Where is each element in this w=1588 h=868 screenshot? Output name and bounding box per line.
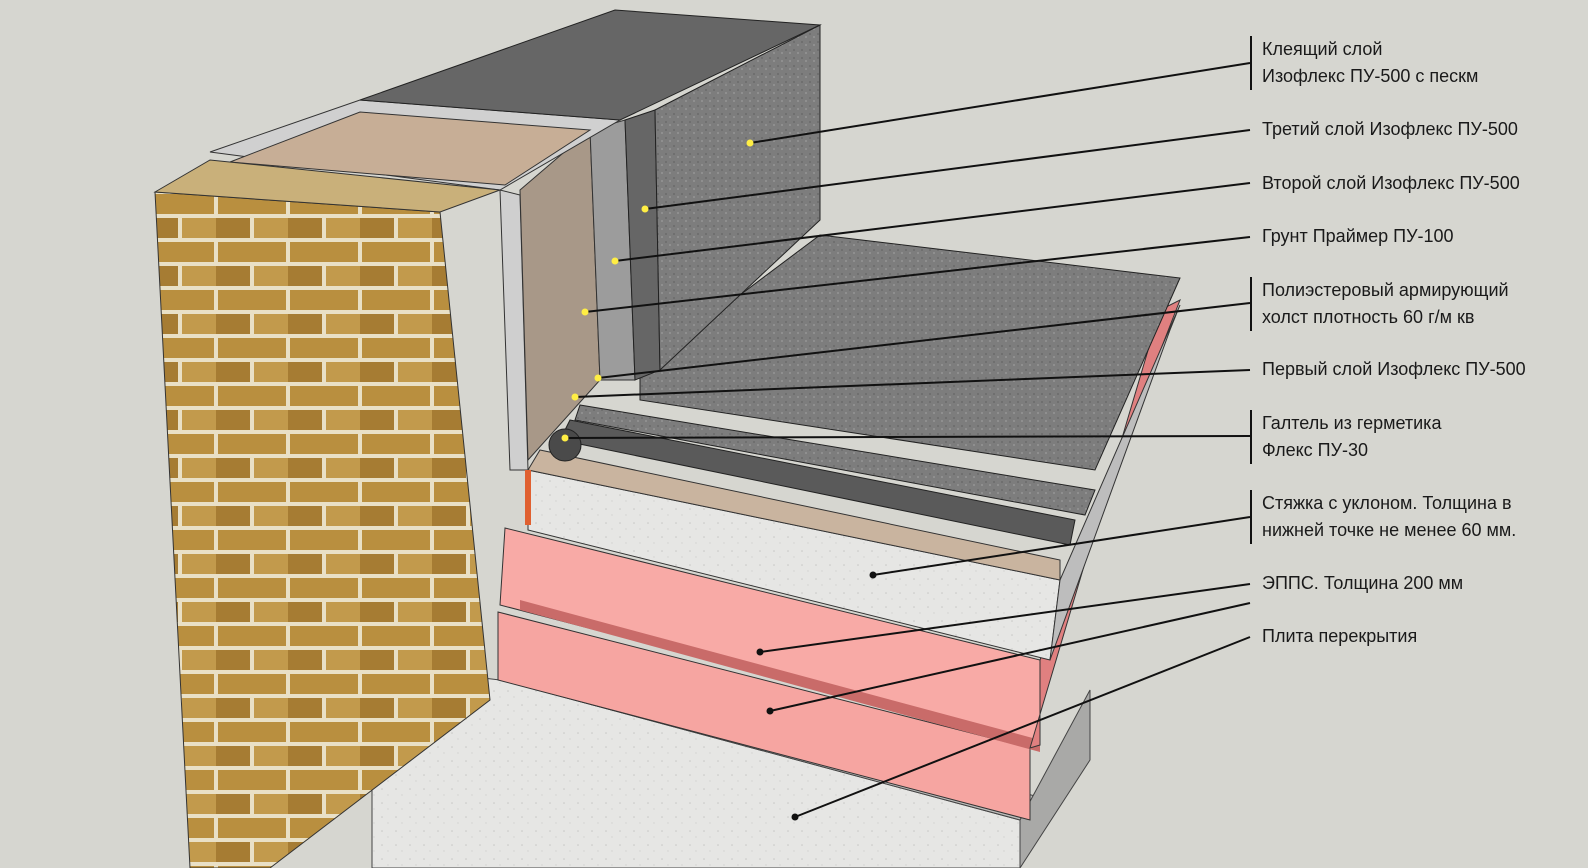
label-polyester-line2: холст плотность 60 г/м кв <box>1262 307 1475 327</box>
label-adhesive-line1: Клеящий слой <box>1262 39 1383 59</box>
label-fillet-line2: Флекс ПУ-30 <box>1262 440 1369 460</box>
label-primer-text: Грунт Праймер ПУ-100 <box>1262 226 1454 246</box>
label-adhesive: Клеящий слой Изофлекс ПУ-500 с пескм <box>1250 36 1478 90</box>
label-fillet: Галтель из герметика Флекс ПУ-30 <box>1250 410 1441 464</box>
label-xps: ЭППС. Толщина 200 мм <box>1262 570 1463 597</box>
label-adhesive-line2: Изофлекс ПУ-500 с пескм <box>1262 66 1479 86</box>
label-slab: Плита перекрытия <box>1262 623 1417 650</box>
label-primer: Грунт Праймер ПУ-100 <box>1262 223 1454 250</box>
label-first-layer: Первый слой Изофлекс ПУ-500 <box>1262 356 1526 383</box>
label-slab-text: Плита перекрытия <box>1262 626 1418 646</box>
label-screed: Стяжка с уклоном. Толщина в нижней точке… <box>1250 490 1516 544</box>
label-third-layer-text: Третий слой Изофлекс ПУ-500 <box>1262 119 1518 139</box>
label-fillet-line1: Галтель из герметика <box>1262 413 1442 433</box>
label-first-layer-text: Первый слой Изофлекс ПУ-500 <box>1262 359 1526 379</box>
label-polyester: Полиэстеровый армирующий холст плотность… <box>1250 277 1509 331</box>
label-second-layer-text: Второй слой Изофлекс ПУ-500 <box>1262 173 1520 193</box>
label-polyester-line1: Полиэстеровый армирующий <box>1262 280 1509 300</box>
label-screed-line2: нижней точке не менее 60 мм. <box>1262 520 1517 540</box>
label-xps-text: ЭППС. Толщина 200 мм <box>1262 573 1464 593</box>
label-second-layer: Второй слой Изофлекс ПУ-500 <box>1262 170 1520 197</box>
label-screed-line1: Стяжка с уклоном. Толщина в <box>1262 493 1512 513</box>
label-third-layer: Третий слой Изофлекс ПУ-500 <box>1262 116 1518 143</box>
